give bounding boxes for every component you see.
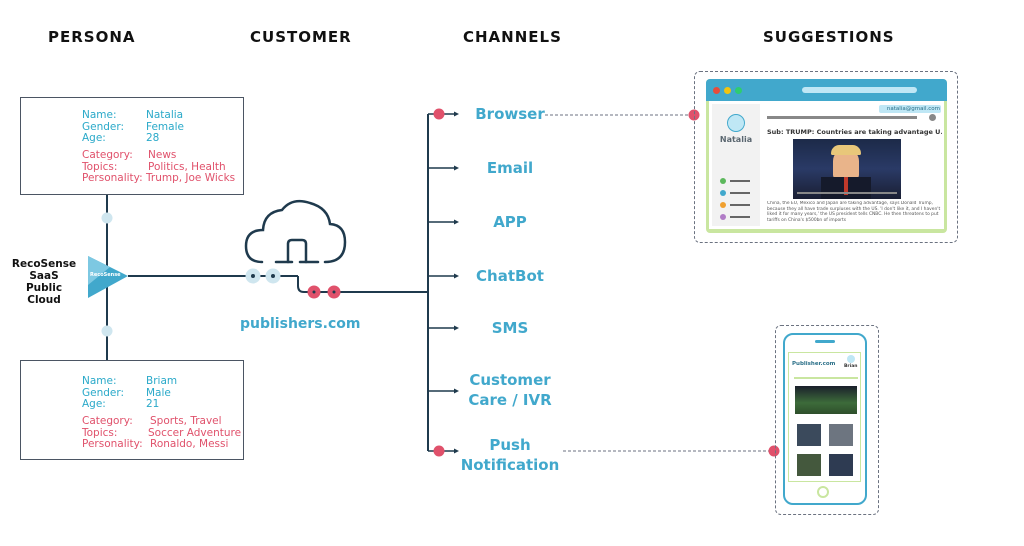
browser-user-name: Natalia [719, 135, 753, 144]
email-sidebar: Natalia [712, 104, 760, 226]
home-button[interactable] [817, 486, 829, 498]
settings-icon [929, 114, 936, 121]
orange-dot-icon [720, 202, 726, 208]
cloud-channels-line [297, 276, 428, 293]
customer-name: publishers.com [240, 316, 361, 332]
name-label: Name: [82, 109, 117, 121]
recosense-logo-text: RecoSense [90, 272, 121, 278]
topics-label: Topics: [82, 160, 118, 173]
category-value: Sports, Travel [150, 415, 222, 427]
personality-label: Personality: [82, 438, 143, 450]
phone-user-avatar-icon [847, 355, 855, 363]
channel-arrow-icon [454, 219, 459, 225]
browser-titlebar [706, 79, 947, 101]
channel-sms: SMS [491, 319, 529, 337]
player-image [797, 424, 821, 446]
topics-value: Soccer Adventure [148, 426, 242, 439]
close-dot-icon [713, 87, 720, 94]
persona-card-natalia [20, 97, 244, 195]
green-dot-icon [720, 178, 726, 184]
browser-content: Natalia natalia@gmail.com Sub: TRUMP: Co… [709, 101, 944, 229]
soccer-video-image [795, 386, 857, 414]
age-value: 21 [146, 398, 160, 410]
topics-value: Politics, Health [148, 160, 226, 173]
channel-arrow-icon [454, 273, 459, 279]
category-value: News [148, 149, 177, 161]
phone-device: Publisher.com Brian [783, 333, 867, 505]
personality-value: Ronaldo, Messi [150, 438, 229, 450]
player-image [829, 424, 853, 446]
suggestions-header: SUGGESTIONS [763, 28, 895, 46]
channel-chatbot: ChatBot [476, 267, 544, 285]
gender-value: Male [146, 386, 171, 399]
recosense-logo-icon [88, 256, 128, 298]
browser-suggestion-frame [694, 71, 958, 243]
gender-label: Gender: [82, 120, 125, 133]
channel-email: Email [486, 159, 534, 177]
recosense-label: RecoSense SaaS Public Cloud [11, 258, 77, 306]
age-value: 28 [146, 132, 160, 144]
browser-window: Natalia natalia@gmail.com Sub: TRUMP: Co… [706, 79, 947, 233]
gender-value: Female [146, 120, 184, 133]
persona-header: PERSONA [48, 28, 136, 46]
customer-header: CUSTOMER [250, 28, 352, 46]
personality-value: Trump, Joe Wicks [146, 172, 236, 184]
connector-dot [101, 325, 113, 337]
player-image [797, 454, 821, 476]
category-label: Category: [82, 149, 133, 161]
browser-dot [433, 108, 445, 120]
news-video-image [793, 139, 901, 199]
channel-arrow-icon [454, 448, 459, 454]
user-avatar-icon [727, 114, 745, 132]
name-label: Name: [82, 375, 117, 387]
blue-dot-icon [720, 190, 726, 196]
channel-browser: Browser [475, 105, 545, 123]
name-value: Briam [146, 375, 178, 387]
persona-card-briam [20, 360, 244, 460]
channel-arrow-icon [454, 388, 459, 394]
minimize-dot-icon [724, 87, 731, 94]
name-value: Natalia [146, 109, 184, 121]
channel-arrow-icon [454, 111, 459, 117]
connector-dot [101, 212, 113, 224]
age-label: Age: [82, 398, 106, 410]
channel-arrow-icon [454, 165, 459, 171]
channel-arrow-icon [454, 325, 459, 331]
phone-suggestion-frame [775, 325, 879, 515]
purple-dot-icon [720, 214, 726, 220]
connector-dot [768, 445, 780, 457]
cloud-icon [244, 199, 347, 264]
player-image [829, 454, 853, 476]
channel-ticks [428, 111, 459, 454]
channels-header: CHANNELS [463, 28, 562, 46]
phone-speaker [815, 340, 835, 343]
channel-app: APP [493, 213, 527, 231]
phone-screen: Publisher.com Brian [788, 352, 861, 482]
maximize-dot-icon [735, 87, 742, 94]
topics-label: Topics: [82, 426, 118, 439]
push-dot [433, 445, 445, 457]
phone-site-name: Publisher.com [792, 361, 836, 367]
email-address: natalia@gmail.com [879, 105, 941, 113]
age-label: Age: [82, 132, 106, 144]
phone-user-name: Brian [844, 364, 858, 369]
gender-label: Gender: [82, 386, 125, 399]
email-headline: Sub: TRUMP: Countries are taking advanta… [767, 128, 942, 136]
email-body: China, the EU, Mexico and Japan are taki… [767, 201, 941, 223]
personality-label: Personality: [82, 172, 143, 184]
address-bar [802, 87, 917, 93]
category-label: Category: [82, 415, 133, 427]
